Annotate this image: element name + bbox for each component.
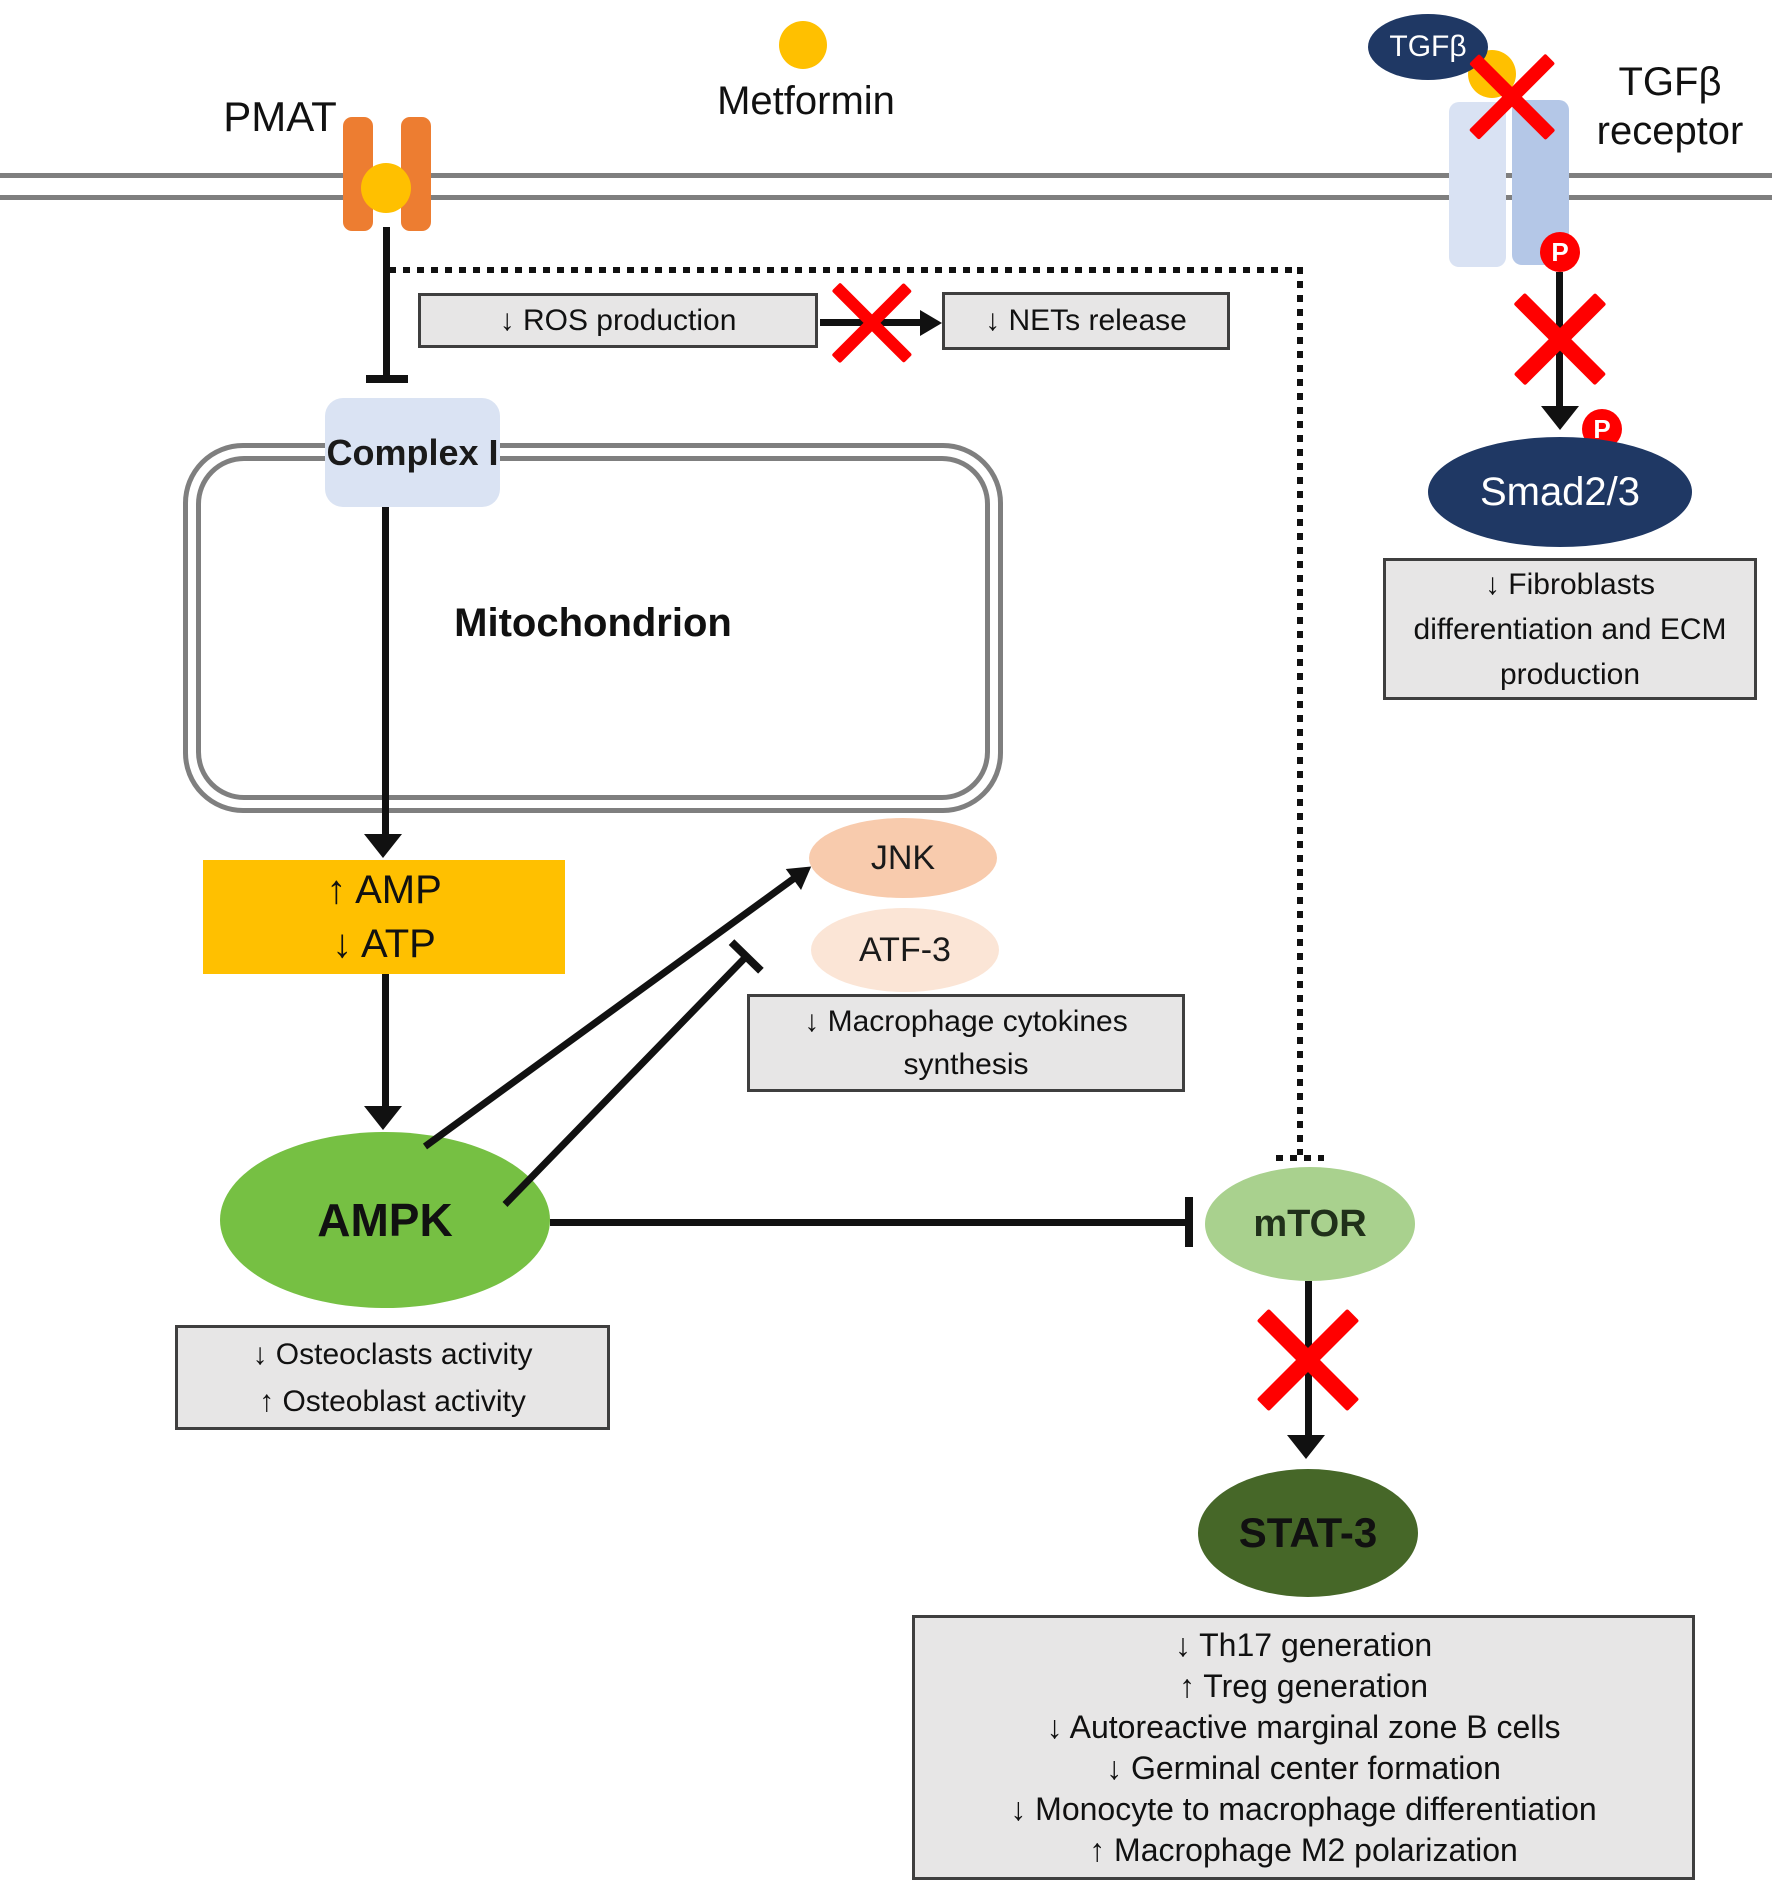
ampk-node: AMPK xyxy=(220,1132,550,1308)
tgfb-ligand-label: TGFβ xyxy=(1389,29,1467,63)
blocked-binding-x-icon xyxy=(1468,53,1556,141)
macrophage-box-line1: ↓ Macrophage cytokines xyxy=(804,1005,1128,1038)
outcomes-line2: ↑ Treg generation xyxy=(1178,1667,1429,1704)
phospho-badge-receptor-label: P xyxy=(1551,236,1569,267)
stat3-node-label: STAT-3 xyxy=(1238,1509,1378,1556)
amp-ampk-arrow-line xyxy=(382,974,389,1108)
tgfb-receptor-label: TGFβ receptor xyxy=(1580,58,1760,156)
dotted-inhibit-bar xyxy=(1276,1155,1324,1161)
stat3-node: STAT-3 xyxy=(1198,1469,1418,1597)
atf3-node-label: ATF-3 xyxy=(859,930,951,969)
osteo-box: ↓ Osteoclasts activity ↑ Osteoblast acti… xyxy=(175,1325,610,1430)
complex1-amp-arrow-line xyxy=(382,507,389,837)
blocked-smad-x-icon xyxy=(1513,292,1607,386)
ampk-node-label: AMPK xyxy=(317,1194,453,1246)
outcomes-line6: ↑ Macrophage M2 polarization xyxy=(1089,1831,1518,1868)
atp-down-label: ↓ ATP xyxy=(332,922,436,966)
amp-up-label: ↑ AMP xyxy=(326,868,442,912)
mtor-node-label: mTOR xyxy=(1253,1202,1367,1245)
complex1-node-label: Complex I xyxy=(326,431,499,473)
tgfb-receptor-label-line1: TGFβ xyxy=(1618,60,1722,104)
ampk-mtor-inhibit-bar xyxy=(1185,1197,1193,1247)
smad-node: Smad2/3 xyxy=(1428,437,1692,547)
phospho-badge-smad-label: P xyxy=(1593,413,1611,444)
phospho-badge-receptor: P xyxy=(1540,232,1580,272)
outcomes-line1: ↓ Th17 generation xyxy=(1174,1626,1433,1663)
mtor-node: mTOR xyxy=(1205,1167,1415,1281)
jnk-node: JNK xyxy=(809,818,997,898)
osteo-box-line2: ↑ Osteoblast activity xyxy=(259,1384,526,1418)
outcomes-line3: ↓ Autoreactive marginal zone B cells xyxy=(1046,1708,1561,1745)
complex1-amp-arrowhead xyxy=(364,834,402,858)
osteo-box-line1: ↓ Osteoclasts activity xyxy=(252,1337,533,1371)
smad-node-label: Smad2/3 xyxy=(1479,470,1641,514)
blocked-stat3-x-icon xyxy=(1256,1308,1360,1412)
mitochondrion-label: Mitochondrion xyxy=(454,601,732,645)
nets-box: ↓ NETs release xyxy=(942,292,1230,350)
metformin-molecule xyxy=(779,21,827,69)
ros-box-label: ↓ ROS production xyxy=(499,303,737,337)
macrophage-box-line2: synthesis xyxy=(903,1048,1029,1081)
pmat-complex1-inhibit-bar xyxy=(366,375,408,383)
outcomes-line4: ↓ Germinal center formation xyxy=(1106,1749,1501,1786)
cell-membrane xyxy=(0,173,1772,200)
dotted-connector-vertical xyxy=(1297,267,1303,1155)
jnk-node-label: JNK xyxy=(870,838,936,877)
metformin-molecule-in-pmat xyxy=(361,163,411,213)
dotted-connector-horizontal xyxy=(389,267,1303,273)
ros-nets-arrowhead xyxy=(920,310,942,336)
macrophage-box: ↓ Macrophage cytokines synthesis xyxy=(747,994,1185,1092)
receptor-smad-arrowhead xyxy=(1541,406,1579,430)
mtor-stat3-arrowhead xyxy=(1287,1435,1325,1459)
fibroblasts-box-line2: differentiation and ECM xyxy=(1413,612,1727,646)
ampk-atf3-inhibit-bar xyxy=(728,939,764,974)
metformin-label: Metformin xyxy=(717,79,895,123)
amp-atp-box: ↑ AMP ↓ ATP xyxy=(203,860,565,974)
pmat-complex1-inhibit-line xyxy=(383,227,390,375)
mitochondrion-inner-membrane xyxy=(196,456,990,800)
tgfb-receptor-label-line2: receptor xyxy=(1596,108,1744,153)
fibroblasts-box-line3: production xyxy=(1499,657,1641,691)
pmat-label: PMAT xyxy=(223,93,337,140)
fibroblasts-box: ↓ Fibroblasts differentiation and ECM pr… xyxy=(1383,558,1757,700)
complex1-node: Complex I xyxy=(325,398,500,507)
tgfb-ligand: TGFβ xyxy=(1368,14,1488,80)
nets-box-label: ↓ NETs release xyxy=(985,304,1187,337)
fibroblasts-box-line1: ↓ Fibroblasts xyxy=(1484,567,1656,601)
amp-ampk-arrowhead xyxy=(364,1106,402,1130)
outcomes-line5: ↓ Monocyte to macrophage differentiation xyxy=(1010,1790,1597,1827)
blocked-nets-x-icon xyxy=(831,282,913,364)
ampk-mtor-inhibit-line xyxy=(550,1219,1185,1226)
ampk-atf3-inhibit-line xyxy=(502,939,764,1207)
ros-box: ↓ ROS production xyxy=(418,293,818,348)
atf3-node: ATF-3 xyxy=(811,908,999,992)
outcomes-box: ↓ Th17 generation ↑ Treg generation ↓ Au… xyxy=(912,1615,1695,1880)
